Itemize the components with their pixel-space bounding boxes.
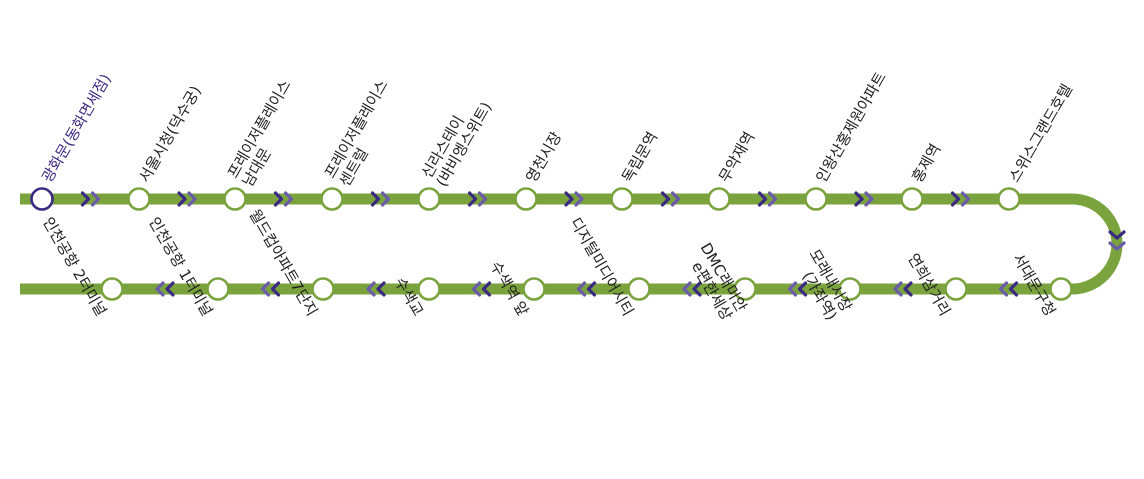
station-label: 광화문(동화면세점) xyxy=(38,71,115,186)
station-label: 인천공항 1터미널 xyxy=(145,214,216,319)
station-label: 디지털미디어시티 xyxy=(566,214,637,319)
station-marker xyxy=(311,277,335,301)
station-name: 독립문역 xyxy=(618,129,661,186)
direction-arrow-icon xyxy=(564,191,584,207)
station-name: 디지털미디어시티 xyxy=(566,214,637,319)
station-name: 인천공항 2터미널 xyxy=(39,214,110,319)
direction-arrow-icon xyxy=(787,281,808,297)
station-marker xyxy=(900,187,924,211)
station-marker xyxy=(707,187,731,211)
station-marker xyxy=(417,277,441,301)
direction-arrow-icon xyxy=(370,191,391,207)
station-label: 영천시장 xyxy=(522,129,565,186)
station-marker xyxy=(320,187,344,211)
station-label: 서울시청(덕수궁) xyxy=(135,83,205,186)
direction-arrow-icon xyxy=(854,191,874,207)
station-marker xyxy=(100,277,124,301)
station-label: 월드컵아파트7단지 xyxy=(246,206,322,319)
station-marker xyxy=(804,187,828,211)
station-marker xyxy=(417,187,441,211)
station-marker xyxy=(627,277,651,301)
direction-arrow-icon xyxy=(757,191,778,207)
stations xyxy=(30,187,1073,301)
direction-arrow-icon xyxy=(660,191,681,207)
station-name: 서울시청(덕수궁) xyxy=(135,83,205,186)
station-label: 스위스그랜드호텔 xyxy=(1005,81,1076,186)
station-label: 신라스테이(바비엥스위트) xyxy=(418,99,496,190)
station-name: 무악재역 xyxy=(715,129,758,186)
direction-arrow-icon xyxy=(80,191,101,207)
direction-arrow-icon xyxy=(471,281,492,297)
route-line xyxy=(20,193,1123,295)
direction-arrow-icon xyxy=(366,281,386,297)
station-name: 인천공항 1터미널 xyxy=(145,214,216,319)
station-name: 영천시장 xyxy=(522,129,565,186)
direction-arrows xyxy=(80,191,1126,297)
direction-arrow-icon xyxy=(682,281,702,297)
turn-arrow-icon xyxy=(1108,230,1126,251)
station-marker xyxy=(997,187,1021,211)
route-line-path xyxy=(20,193,1123,295)
station-label: 인천공항 2터미널 xyxy=(39,214,110,319)
station-marker xyxy=(838,277,862,301)
direction-arrow-icon xyxy=(260,281,281,297)
station-label: 독립문역 xyxy=(618,129,661,186)
station-marker xyxy=(1049,277,1073,301)
station-name: 홍제역 xyxy=(908,141,944,186)
station-name: 스위스그랜드호텔 xyxy=(1005,81,1076,186)
direction-arrow-icon xyxy=(998,281,1019,297)
station-marker xyxy=(127,187,151,211)
station-name: 광화문(동화면세점) xyxy=(38,71,115,186)
station-marker xyxy=(206,277,230,301)
direction-arrow-icon xyxy=(576,281,597,297)
direction-arrow-icon xyxy=(273,191,294,207)
direction-arrow-icon xyxy=(467,191,488,207)
station-label: 홍제역 xyxy=(908,141,944,186)
direction-arrow-icon xyxy=(950,191,971,207)
direction-arrow-icon xyxy=(177,191,197,207)
direction-arrow-icon xyxy=(155,281,175,297)
station-label: 무악재역 xyxy=(715,129,758,186)
station-marker xyxy=(610,187,634,211)
station-marker xyxy=(944,277,968,301)
station-label: 인왕산홍제원아파트 xyxy=(812,69,890,186)
station-marker xyxy=(522,277,546,301)
station-marker xyxy=(223,187,247,211)
station-name: 월드컵아파트7단지 xyxy=(246,206,322,319)
station-marker xyxy=(733,277,757,301)
first-station-marker xyxy=(30,187,54,211)
station-name: 인왕산홍제원아파트 xyxy=(812,69,890,186)
station-marker xyxy=(514,187,538,211)
direction-arrow-icon xyxy=(893,281,913,297)
